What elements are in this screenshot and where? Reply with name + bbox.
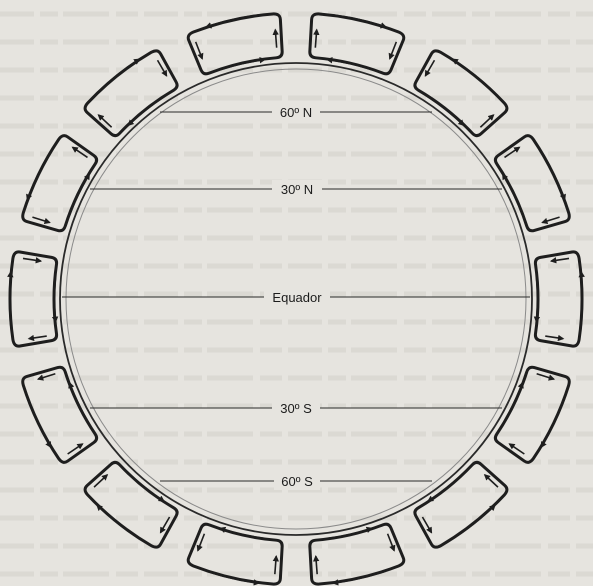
vertical-flow-arrow <box>316 556 317 574</box>
vertical-flow-arrow <box>29 336 47 339</box>
lower-flow-arrow <box>128 473 164 501</box>
vertical-flow-arrow <box>32 217 49 222</box>
lower-flow-arrow <box>428 473 464 501</box>
lower-flow-arrow <box>503 383 523 424</box>
label-60s: 60º S <box>281 474 313 489</box>
label-30n: 30º N <box>281 182 313 197</box>
circulation-cell <box>415 51 507 136</box>
circulation-cell <box>415 462 507 547</box>
lower-flow-arrow <box>327 528 371 538</box>
lower-flow-arrow <box>128 97 164 125</box>
vertical-flow-arrow <box>23 258 41 261</box>
lower-flow-arrow <box>220 528 264 538</box>
circulation-cell <box>85 51 177 136</box>
lower-flow-arrow <box>70 383 90 424</box>
vertical-flow-arrow <box>275 556 276 574</box>
circulation-cell <box>85 462 177 547</box>
lower-flow-arrow <box>428 97 464 125</box>
vertical-flow-arrow <box>275 30 276 48</box>
vertical-flow-arrow <box>545 336 563 339</box>
vertical-flow-arrow <box>551 258 569 261</box>
circulation-cell <box>495 367 569 462</box>
vertical-flow-arrow <box>315 30 316 48</box>
vertical-flow-arrow <box>542 217 559 222</box>
label-equator: Equador <box>272 290 322 305</box>
label-60n: 60º N <box>280 105 312 120</box>
label-30s: 30º S <box>280 401 312 416</box>
circulation-cell <box>23 367 97 462</box>
